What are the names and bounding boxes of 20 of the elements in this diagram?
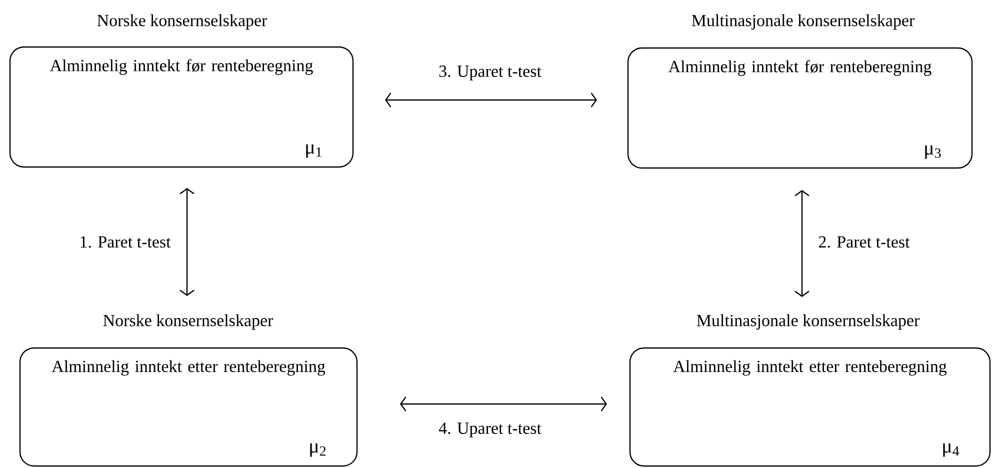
double-arrow xyxy=(385,92,597,108)
heading: Norske konsernselskaper xyxy=(103,314,274,330)
edge-label: 1. Paret t-test xyxy=(78,235,172,249)
box-text: Alminnelig inntekt etter renteberegning xyxy=(673,360,947,376)
double-arrow xyxy=(400,396,607,412)
edge-label: 2. Paret t-test xyxy=(817,235,911,249)
mean-symbol: μ$_{3}$ xyxy=(925,145,941,159)
box-text: Alminnelig inntekt etter renteberegning xyxy=(52,360,326,376)
mean-symbol: μ$_{1}$ xyxy=(306,144,322,158)
edge-label: 4. Uparet t-test xyxy=(438,422,542,438)
edge-label: 3. Uparet t-test xyxy=(438,64,542,82)
mean-symbol: μ$_{4}$ xyxy=(943,443,960,457)
heading: Multinasjonale konsernselskaper xyxy=(692,14,915,30)
double-arrow xyxy=(794,190,810,297)
heading: Multinasjonale konsernselskaper xyxy=(696,314,920,330)
box-text: Alminnelig inntekt før renteberegning xyxy=(668,60,932,76)
box-text: Alminnelig inntekt før renteberegning xyxy=(50,59,313,75)
heading: Norske konsernselskaper xyxy=(97,14,268,30)
double-arrow xyxy=(180,188,194,296)
mean-symbol: μ$_{2}$ xyxy=(310,443,326,457)
